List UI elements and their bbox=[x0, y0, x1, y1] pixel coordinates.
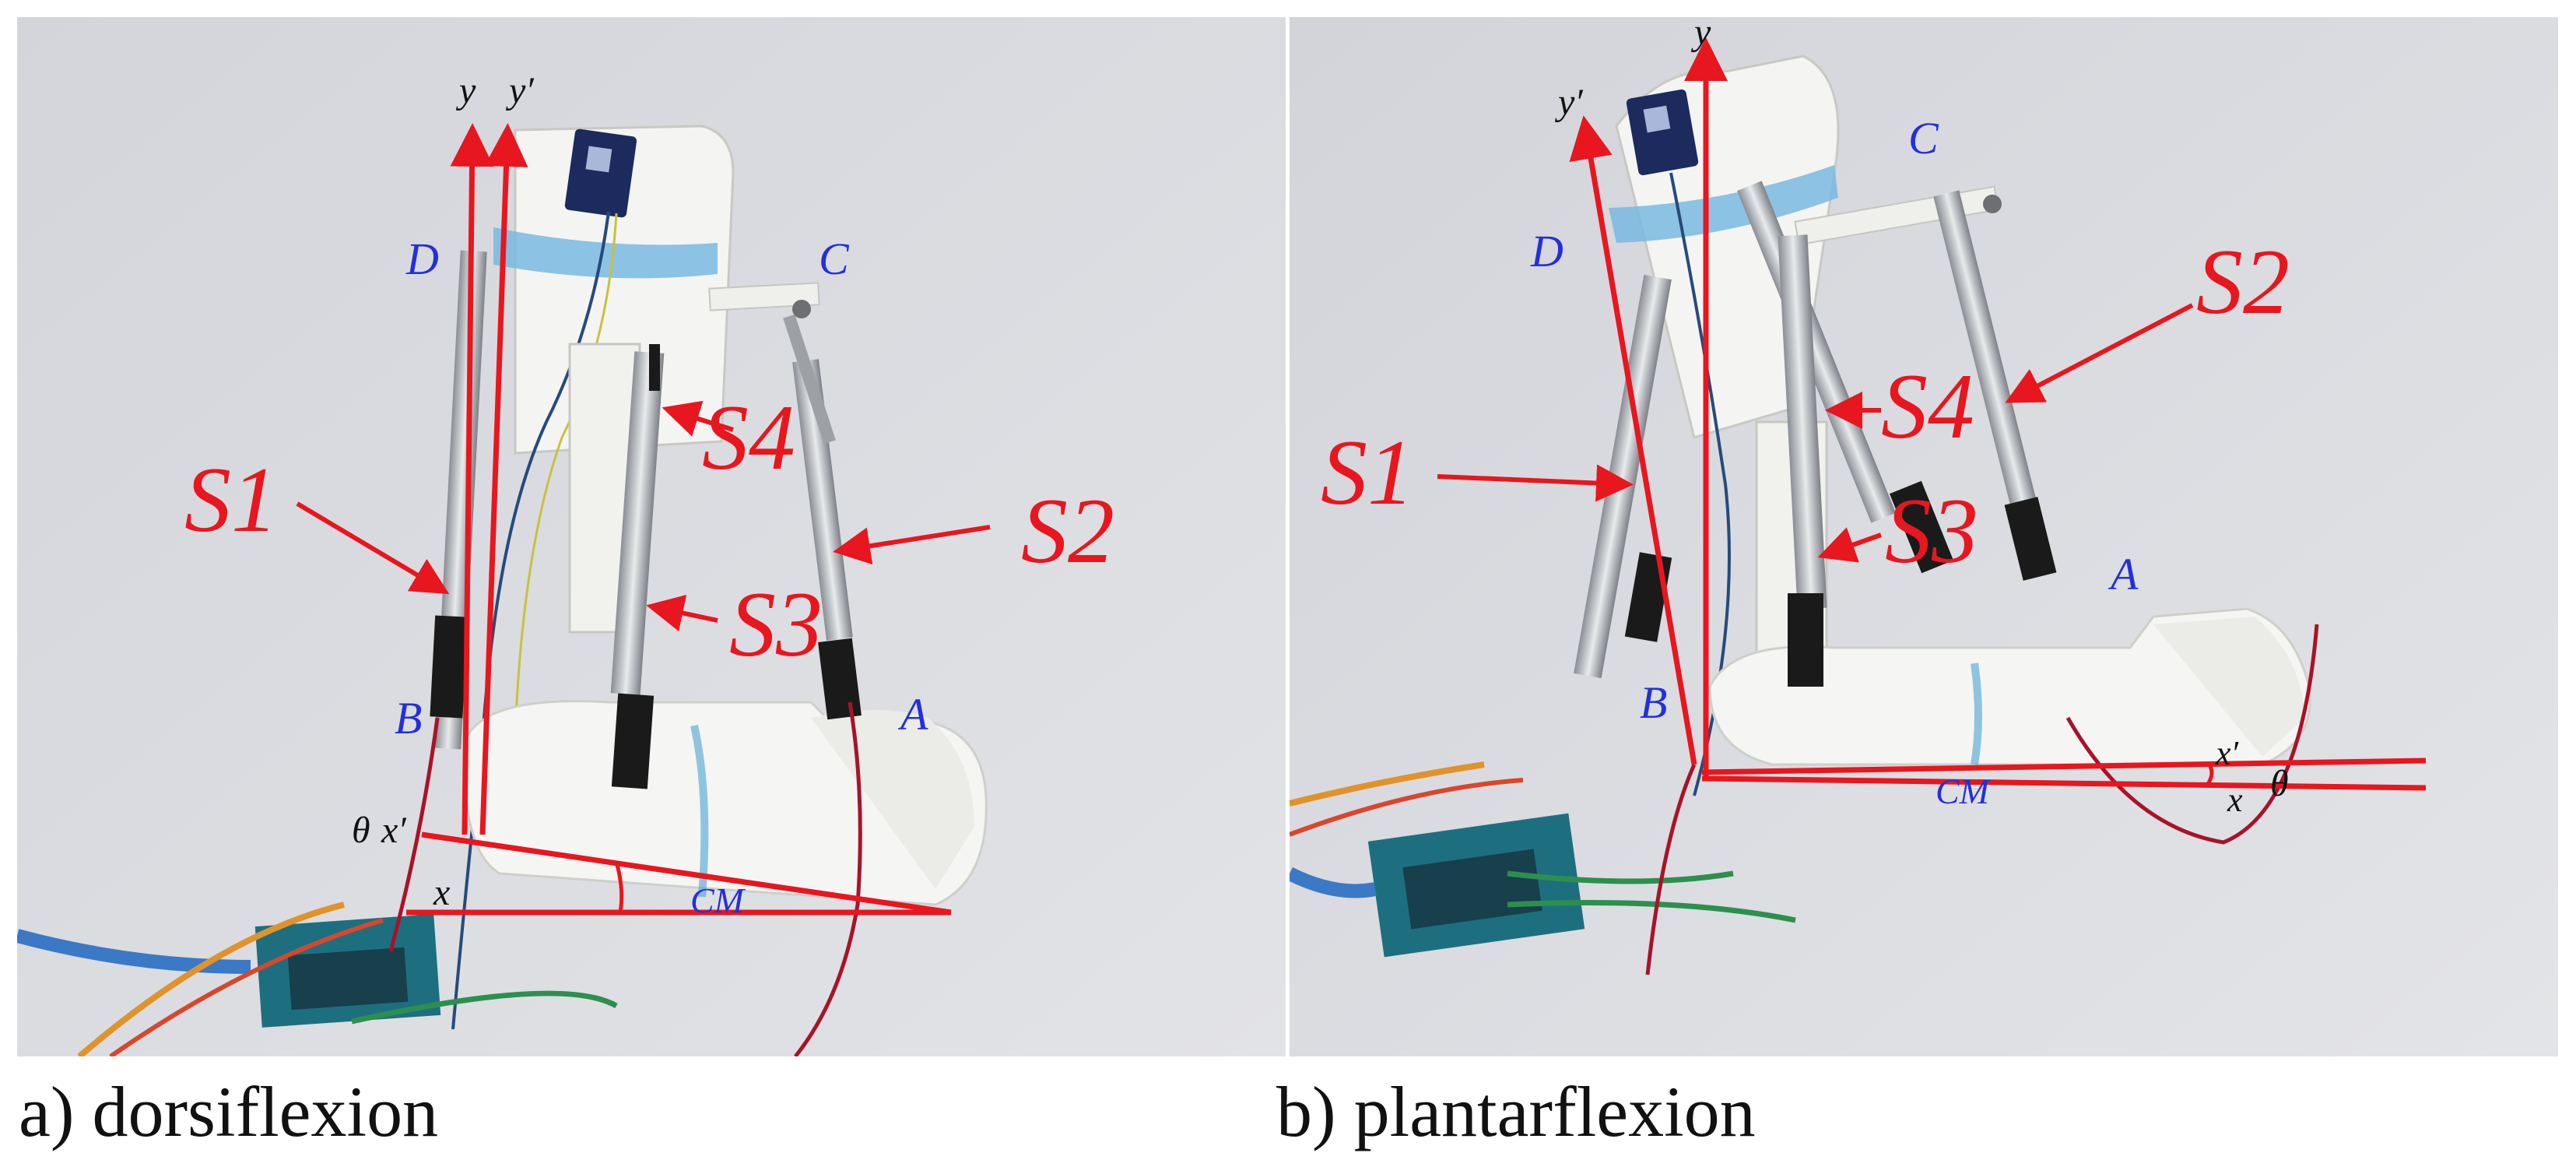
label-cm: CM bbox=[690, 881, 746, 920]
photo-panel-plantarflexion: y y′ D C B A S1 S2 S3 S4 x′ x θ CM bbox=[1290, 17, 2558, 1056]
actuator-s2 bbox=[792, 359, 853, 641]
label-s2: S2 bbox=[2196, 230, 2290, 333]
theta-arc bbox=[2206, 761, 2214, 786]
theta-arc bbox=[614, 861, 624, 913]
sensor-wires bbox=[451, 211, 610, 1030]
label-s2: S2 bbox=[1021, 479, 1114, 582]
blue-strap bbox=[1609, 165, 1838, 243]
label-d: D bbox=[1530, 226, 1563, 276]
s2-arrow bbox=[2005, 303, 2194, 403]
label-y: y bbox=[455, 70, 476, 111]
label-c: C bbox=[819, 234, 850, 284]
s3-arrow bbox=[1817, 527, 1883, 563]
y-axis-line bbox=[450, 123, 494, 835]
label-a: A bbox=[2107, 549, 2139, 599]
caption-dorsiflexion: a) dorsiflexion bbox=[19, 1072, 439, 1151]
label-cm: CM bbox=[1936, 772, 1992, 811]
label-s3: S3 bbox=[1885, 479, 1978, 582]
x-prime-axis-line bbox=[1701, 757, 2427, 775]
label-c: C bbox=[1908, 113, 1939, 163]
y-prime-axis-line bbox=[479, 123, 528, 835]
s2-arrow bbox=[833, 525, 991, 565]
x-axis-line bbox=[1701, 775, 2427, 791]
photo-dorsiflexion: y y′ D C B A S1 S2 S3 S4 θ x′ x CM bbox=[17, 17, 1286, 1056]
actuator-s3 bbox=[1778, 234, 1827, 610]
y-prime-axis-line bbox=[1569, 115, 1697, 765]
imu-sensor-board bbox=[564, 128, 637, 218]
foot-plate bbox=[1708, 607, 2311, 766]
label-x: x bbox=[2227, 781, 2243, 819]
x-prime-axis-line bbox=[421, 831, 952, 916]
label-y-prime: y′ bbox=[1554, 82, 1584, 123]
label-s1: S1 bbox=[184, 448, 278, 551]
s1-arrow bbox=[296, 501, 450, 595]
blue-strap bbox=[493, 227, 718, 279]
label-theta: θ bbox=[2270, 763, 2289, 804]
actuator-s2 bbox=[1737, 181, 1896, 523]
label-theta: θ bbox=[352, 810, 370, 851]
label-s4: S4 bbox=[1881, 354, 1974, 458]
label-x-prime: x′ bbox=[2215, 734, 2240, 772]
s4-arrow bbox=[662, 400, 734, 437]
caption-plantarflexion: b) plantarflexion bbox=[1276, 1072, 1756, 1151]
label-x-prime: x′ bbox=[381, 810, 407, 851]
actuator-s3 bbox=[610, 351, 665, 695]
label-y: y bbox=[1690, 17, 1711, 53]
photo-plantarflexion: y y′ D C B A S1 S2 S3 S4 x′ x θ CM bbox=[1290, 17, 2558, 1056]
label-b: B bbox=[395, 693, 422, 743]
label-s3: S3 bbox=[729, 572, 823, 676]
photo-panel-dorsiflexion: y y′ D C B A S1 S2 S3 S4 θ x′ x CM bbox=[17, 17, 1286, 1056]
label-s4: S4 bbox=[702, 385, 795, 489]
label-s1: S1 bbox=[1321, 420, 1414, 524]
label-d: D bbox=[405, 234, 439, 284]
label-b: B bbox=[1640, 677, 1667, 728]
s3-arrow bbox=[646, 595, 718, 631]
label-y-prime: y′ bbox=[505, 70, 535, 111]
label-a: A bbox=[897, 689, 928, 740]
s1-arrow bbox=[1437, 464, 1634, 502]
label-x: x bbox=[433, 872, 450, 913]
